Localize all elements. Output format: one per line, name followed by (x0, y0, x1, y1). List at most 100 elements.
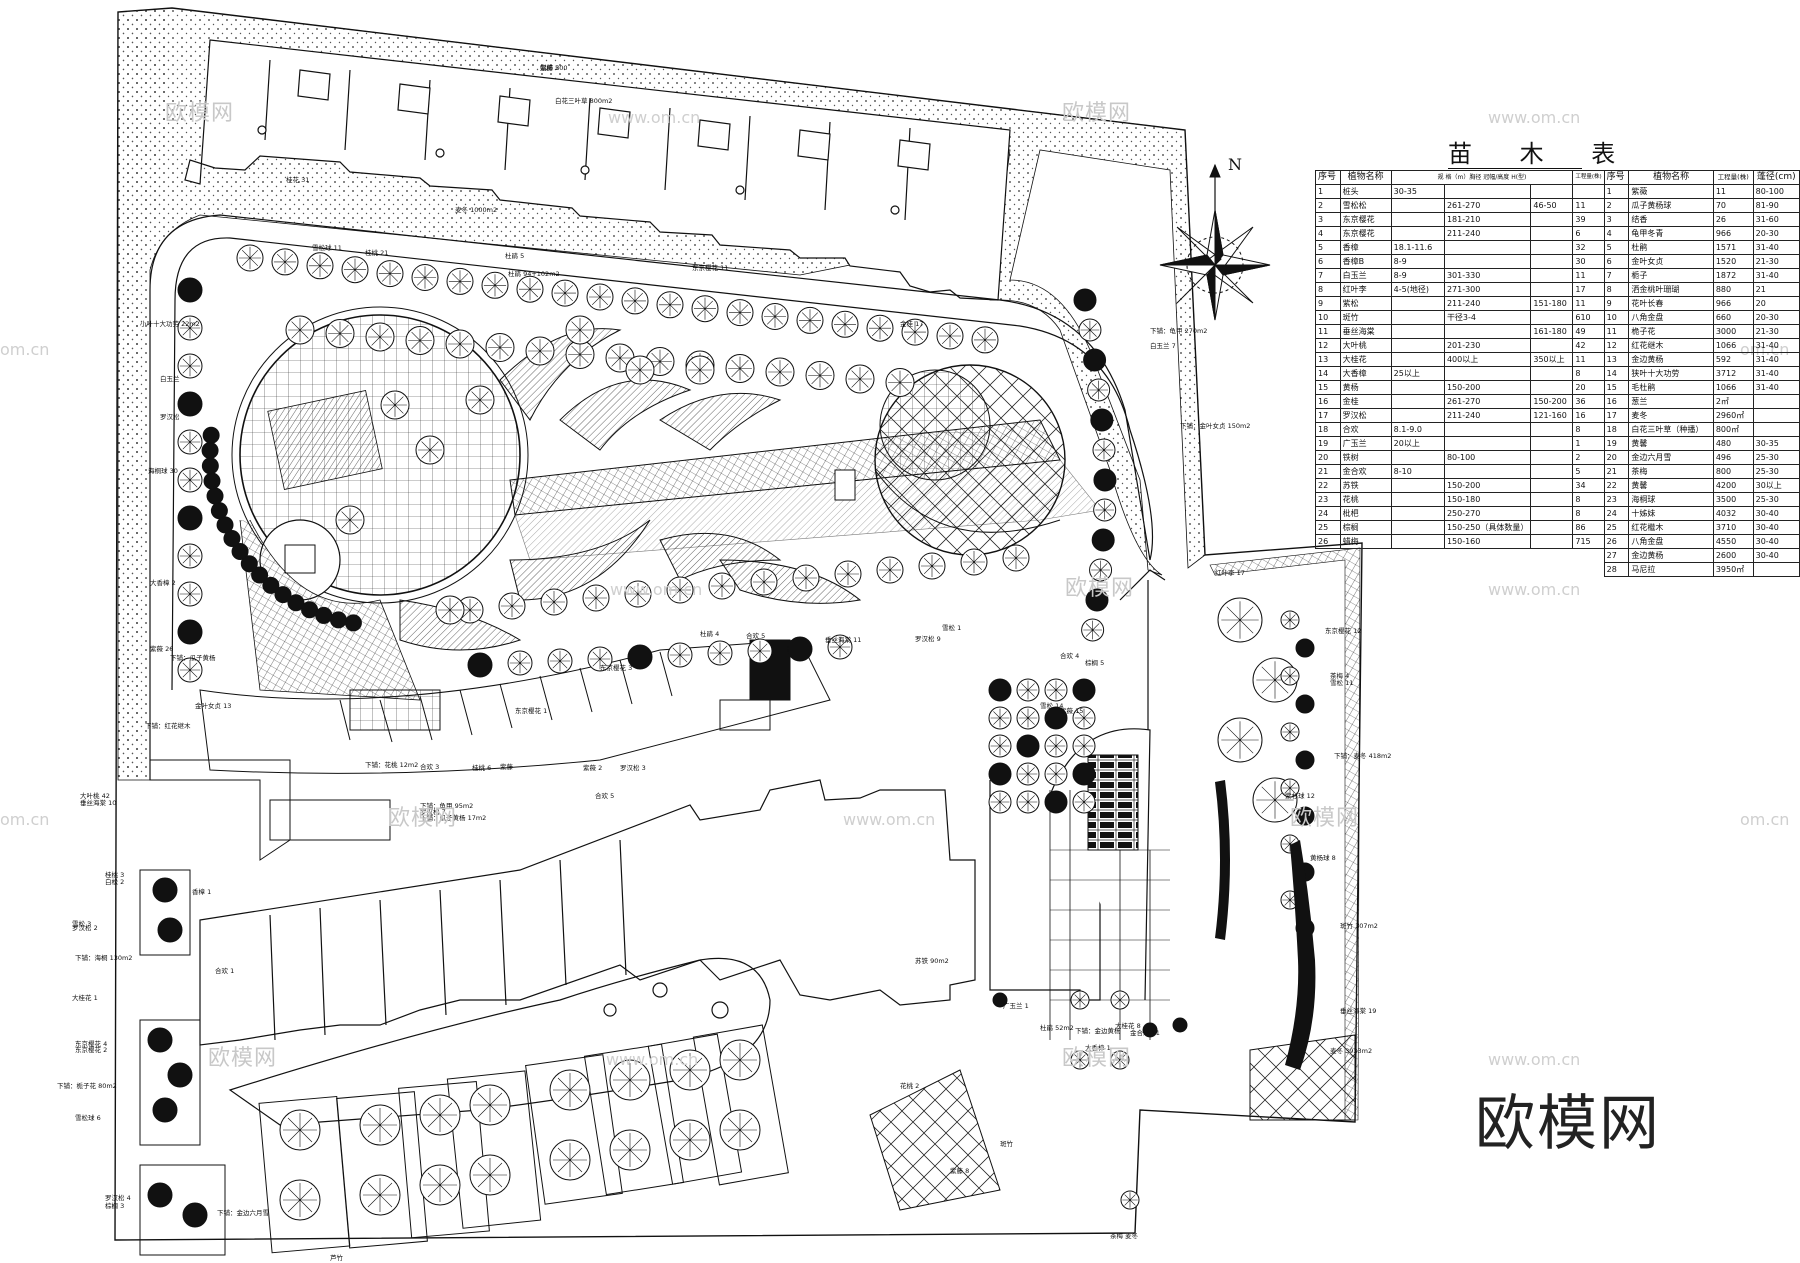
table-cell: 2 (1572, 450, 1605, 465)
tree-branches (288, 318, 312, 342)
table-cell: 花叶长春 (1628, 296, 1714, 311)
tree-branches (438, 598, 462, 622)
watermark: 欧模网 (1062, 101, 1132, 126)
table-cell (1443, 240, 1532, 255)
table-cell: 桅子花 (1628, 324, 1714, 339)
table-cell: 480 (1712, 436, 1754, 451)
tree-branches (1282, 612, 1298, 628)
watermark-url: www.om.cn (843, 810, 936, 829)
table-cell: 狭叶十大功劳 (1628, 366, 1714, 381)
tree-branches (468, 388, 492, 412)
table-cell: 8-9 (1390, 254, 1445, 269)
plan-label: 合欢 1 (215, 967, 235, 975)
table-cell (1390, 310, 1445, 325)
table-cell: 21 (1315, 464, 1341, 479)
table-cell: 3710 (1712, 520, 1754, 535)
plan-label: 罗汉松 4 (105, 1194, 131, 1202)
tree-branches (673, 1053, 707, 1087)
table-cell (1444, 549, 1530, 563)
table-cell: 金边黄杨 (1628, 548, 1714, 563)
table-cell (1390, 520, 1445, 535)
tree-branches (990, 708, 1010, 728)
table-cell: 21 (1603, 464, 1630, 479)
tree-branches (711, 575, 733, 597)
table-cell: 瓜子黄杨球 (1628, 198, 1714, 213)
table-cell: 880 (1712, 282, 1754, 297)
plan-label: 紫藤 8 (950, 1167, 970, 1175)
tree-branches (1122, 1192, 1138, 1208)
tree-branches (519, 278, 541, 301)
table-cell: 栀子 (1628, 268, 1714, 283)
tree-branches (837, 563, 859, 585)
table-cell (1752, 408, 1800, 423)
tree-symbol (177, 505, 203, 531)
tree-symbol (1072, 678, 1096, 702)
table-cell (1530, 226, 1574, 241)
table-cell: 20-30 (1752, 310, 1800, 325)
table-cell: 19 (1603, 436, 1630, 451)
table-cell: 610 (1572, 310, 1605, 325)
tree-branches (543, 591, 565, 613)
tree-symbol (1295, 806, 1315, 826)
table-cell: 白花三叶草（种播） (1628, 422, 1714, 437)
table-cell (1530, 310, 1574, 325)
tree-symbol (1016, 734, 1040, 758)
table-cell: 12 (1603, 338, 1630, 353)
tree-symbol (262, 576, 280, 594)
table-cell: 2㎡ (1712, 394, 1754, 409)
table-cell: 11 (1572, 198, 1605, 213)
table-cell: 黄馨 (1628, 436, 1714, 451)
table-cell (1530, 464, 1574, 479)
table-cell: 211-240 (1443, 226, 1532, 241)
table-cell (1530, 534, 1574, 549)
table-cell: 31-40 (1752, 366, 1800, 381)
tree-branches (179, 659, 201, 681)
plan-label: 下铺：金边黄杨 (1075, 1027, 1121, 1035)
tree-branches (363, 1108, 397, 1142)
table-cell (1390, 226, 1445, 241)
table-cell: 26 (1315, 534, 1341, 549)
plan-label: 棕榈 5 (1085, 659, 1105, 667)
watermark-url: om.cn (0, 340, 50, 359)
tree-branches (768, 360, 792, 384)
table-cell: 22 (1603, 478, 1630, 493)
plan-label: 罗汉松 9 (915, 635, 941, 643)
table-cell (1530, 366, 1574, 381)
table-cell: 1520 (1712, 254, 1754, 269)
table-cell: 5 (1603, 240, 1630, 255)
tree-symbol (240, 555, 258, 573)
table-cell: 25-30 (1752, 464, 1800, 479)
table-cell: 12 (1315, 338, 1341, 353)
plan-label: 金合欢 11 (1130, 1029, 1160, 1037)
table-cell (1530, 450, 1574, 465)
plan-label: 紫薇 2 (583, 764, 603, 772)
table-cell: 121-160 (1530, 408, 1574, 423)
table-cell (1390, 296, 1445, 311)
table-cell: 苏铁 (1339, 478, 1392, 493)
plan-label: 黄杨球 8 (1310, 854, 1336, 862)
tree-symbol (182, 1202, 208, 1228)
table-cell: 46-50 (1530, 198, 1574, 213)
tree-branches (473, 1158, 507, 1192)
tree-branches (238, 246, 262, 270)
plan-label: 麦冬 1000m2 (455, 206, 498, 214)
table-cell: 592 (1712, 352, 1754, 367)
table-cell: 大叶桃 (1339, 338, 1392, 353)
table-cell: 8 (1572, 366, 1605, 381)
table-cell: 151-180 (1530, 296, 1574, 311)
tree-symbol (1085, 588, 1109, 612)
plan-label: 合欢 3 (420, 763, 440, 771)
tree-branches (273, 250, 297, 273)
table-cell: 30-40 (1752, 520, 1800, 535)
tree-branches (179, 583, 201, 605)
table-cell (1531, 563, 1573, 577)
plan-label: 大香樟 1 (1085, 1044, 1111, 1052)
tree-branches (939, 324, 961, 348)
table-cell: 八角金盘 (1628, 310, 1714, 325)
table-cell: 十姊妹 (1628, 506, 1714, 521)
